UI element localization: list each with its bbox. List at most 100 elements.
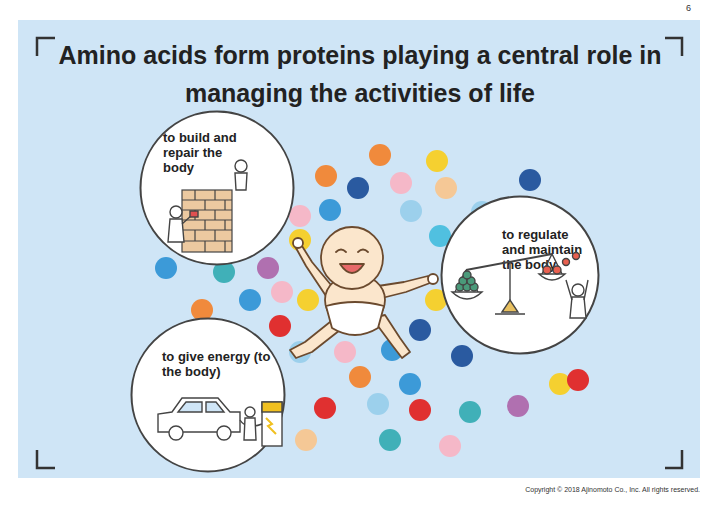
dot xyxy=(519,169,541,191)
figure-head xyxy=(245,407,255,417)
circle-shape xyxy=(141,112,294,265)
ball xyxy=(467,277,475,285)
dot xyxy=(426,150,448,172)
dot xyxy=(334,341,356,363)
ball xyxy=(463,283,471,291)
dot xyxy=(409,399,431,421)
dot xyxy=(269,315,291,337)
corner-bracket xyxy=(37,450,55,468)
baby-arm xyxy=(378,276,430,298)
dot xyxy=(379,429,401,451)
brick-lines xyxy=(182,190,232,252)
corner-bracket xyxy=(665,450,682,468)
dot xyxy=(400,200,422,222)
car-wheel xyxy=(169,426,183,440)
pump-body xyxy=(262,402,282,446)
dot xyxy=(367,393,389,415)
ball xyxy=(463,271,471,279)
dot xyxy=(315,165,337,187)
dot xyxy=(314,397,336,419)
juggler-figure xyxy=(566,280,588,318)
figure-body xyxy=(244,418,256,440)
balance-scale xyxy=(452,253,580,315)
figure-body xyxy=(168,219,184,242)
figure-body xyxy=(570,297,586,318)
scale-pan xyxy=(539,274,565,280)
car-wheel xyxy=(217,426,231,440)
dot xyxy=(567,369,589,391)
fuel-pump xyxy=(240,402,282,446)
scale-beam xyxy=(466,254,552,270)
dot xyxy=(409,319,431,341)
ball xyxy=(459,277,467,285)
dot xyxy=(295,429,317,451)
baby xyxy=(290,227,438,358)
circle-shape xyxy=(442,197,599,354)
baby-toy xyxy=(293,238,303,248)
dot xyxy=(271,281,293,303)
pump-top xyxy=(262,402,282,412)
dot xyxy=(435,177,457,199)
scale-pan xyxy=(452,292,482,299)
baby-eyes xyxy=(336,250,368,253)
ball xyxy=(563,259,570,266)
dot xyxy=(347,177,369,199)
figure-head xyxy=(235,160,247,172)
dot xyxy=(459,401,481,423)
circle-caption: to give energy (to the body) xyxy=(162,349,272,379)
car-window xyxy=(178,402,224,412)
dot xyxy=(349,366,371,388)
ball xyxy=(543,266,551,274)
circle-outline xyxy=(130,317,286,473)
figure-arm xyxy=(566,280,588,300)
ball xyxy=(470,283,478,291)
dot xyxy=(319,199,341,221)
dot xyxy=(451,345,473,367)
corner-bracket xyxy=(665,38,682,56)
dot xyxy=(257,257,279,279)
car xyxy=(158,398,240,440)
figure-arm xyxy=(182,215,192,224)
ball xyxy=(456,283,464,291)
dot xyxy=(390,172,412,194)
pump-bolt xyxy=(266,418,276,434)
worker-figure xyxy=(168,160,247,242)
dot xyxy=(289,229,311,251)
ball xyxy=(553,266,561,274)
baby-head xyxy=(321,227,383,289)
dot xyxy=(155,257,177,279)
node-text-box: to build and repair the body xyxy=(163,130,243,175)
scale-base xyxy=(502,300,518,312)
dot xyxy=(439,435,461,457)
node-text-box: to regulate and maintain the body xyxy=(502,227,592,272)
circle-outline xyxy=(440,195,600,355)
role-circle: to regulate and maintain the body xyxy=(440,195,600,355)
baby-toy xyxy=(428,274,438,284)
scale-strings xyxy=(455,254,562,292)
dot xyxy=(399,373,421,395)
scale-stand xyxy=(495,262,525,314)
circle-shape xyxy=(132,319,285,472)
corner-bracket xyxy=(37,38,55,56)
baby-diaper xyxy=(326,302,384,335)
wall xyxy=(182,190,232,252)
panel xyxy=(18,20,700,478)
brick-wall xyxy=(182,190,232,252)
figure-body xyxy=(235,173,247,190)
pump-hose xyxy=(240,420,262,426)
role-circle: to give energy (to the body) xyxy=(130,317,286,473)
car-body xyxy=(158,398,240,432)
role-circle: to build and repair the body xyxy=(139,110,295,266)
dot xyxy=(289,205,311,227)
baby-mouth xyxy=(340,264,364,273)
brick xyxy=(190,211,198,217)
figure-head xyxy=(170,206,182,218)
circle-caption: to regulate and maintain the body xyxy=(502,227,592,272)
dot xyxy=(369,144,391,166)
figure-head xyxy=(572,284,584,296)
circle-caption: to build and repair the body xyxy=(163,130,243,175)
